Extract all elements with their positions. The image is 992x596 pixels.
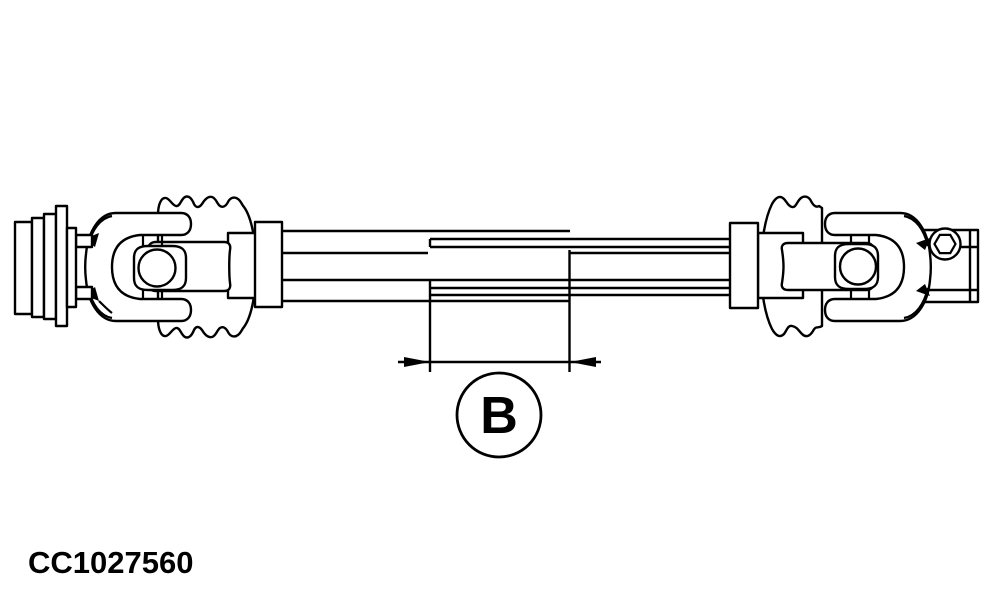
left-shaft-stub [226, 231, 258, 300]
right-phase-arrow-bottom [916, 284, 930, 296]
b-label-circle [455, 371, 543, 459]
shaft-tubes [282, 229, 730, 303]
hex-bolt-icon [928, 227, 962, 261]
right-phase-arrow-top [916, 238, 930, 250]
right-tube-collar [728, 221, 760, 310]
dimension-arrow-left [404, 357, 430, 367]
figure-code-caption: CC1027560 [28, 545, 193, 580]
left-flange-stack [13, 204, 94, 328]
right-yoke [823, 211, 932, 323]
dimension-arrow-right [570, 357, 596, 367]
left-universal-joint [84, 211, 232, 323]
right-universal-joint [780, 211, 980, 323]
left-yoke [84, 211, 193, 323]
right-bearing-cup [838, 247, 878, 286]
left-tube-collar [253, 220, 284, 309]
dimension-label-b: B [480, 387, 518, 445]
left-bearing-cup [137, 248, 177, 288]
dimension-b: B [398, 250, 601, 459]
